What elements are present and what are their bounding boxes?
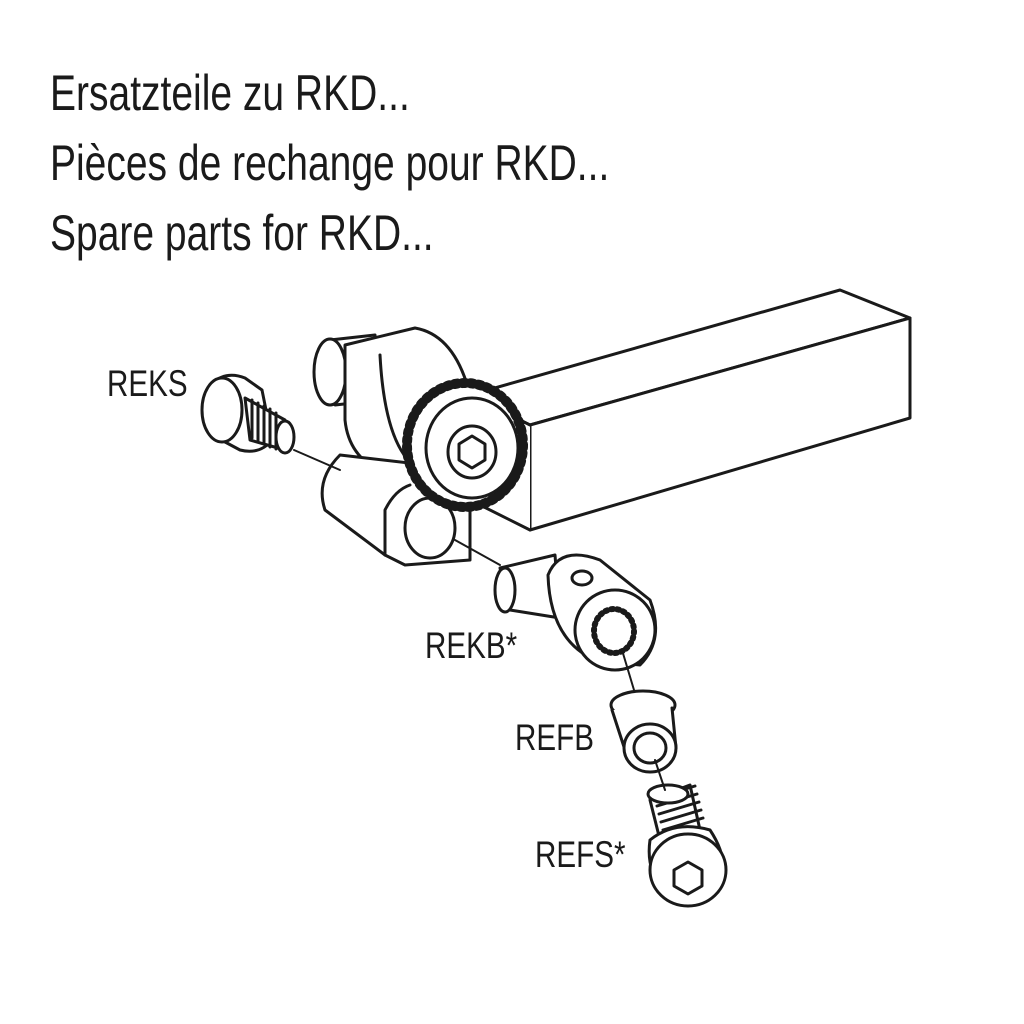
refb-assembly-line bbox=[621, 649, 635, 691]
title-french: Pièces de rechange pour RKD... bbox=[50, 135, 610, 191]
label-refs: REFS* bbox=[535, 834, 626, 875]
reks-screw bbox=[200, 373, 296, 455]
label-rekb: REKB* bbox=[425, 625, 518, 666]
refs-screw bbox=[646, 783, 728, 908]
refs-assembly-line bbox=[654, 759, 666, 791]
rekb-bushing bbox=[493, 553, 658, 672]
title-block: Ersatzteile zu RKD... Pièces de rechange… bbox=[50, 58, 767, 268]
title-german: Ersatzteile zu RKD... bbox=[50, 65, 410, 121]
reks-assembly-line bbox=[293, 449, 341, 471]
hex-socket-icon bbox=[457, 434, 487, 470]
title-english: Spare parts for RKD... bbox=[50, 205, 434, 261]
wheel-knurling bbox=[402, 378, 528, 512]
refs-hex-socket-icon bbox=[672, 860, 704, 896]
refb-sleeve bbox=[609, 689, 678, 774]
label-refb: REFB bbox=[515, 717, 594, 758]
tool-shank bbox=[468, 288, 912, 532]
label-reks: REKS bbox=[107, 363, 188, 404]
knurled-wheel bbox=[402, 378, 528, 512]
rekb-assembly-line bbox=[454, 539, 501, 566]
